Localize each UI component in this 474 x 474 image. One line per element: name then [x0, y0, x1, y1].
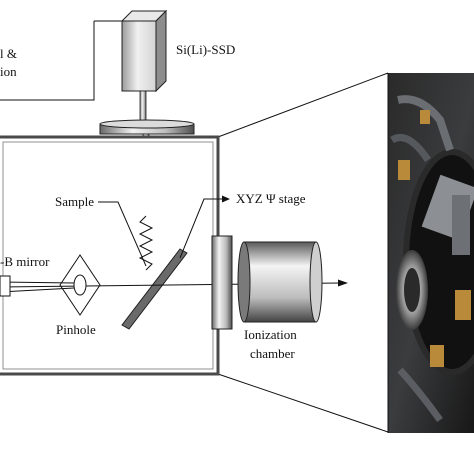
- detector-housing: [120, 9, 168, 93]
- apparatus-photograph: [387, 73, 474, 433]
- control-cable-line: [0, 21, 95, 101]
- stage-leader-line: [179, 198, 224, 259]
- exit-window-flange: [211, 235, 233, 330]
- detector-label: Si(Li)-SSD: [176, 42, 235, 57]
- sample-label: Sample: [55, 194, 94, 209]
- sample-leader-line: [98, 201, 147, 267]
- kb-mirror: [0, 275, 11, 297]
- pinhole-aperture: [73, 274, 87, 296]
- stage-label: XYZ Ψ stage: [236, 191, 306, 206]
- ionization-chamber: [237, 241, 323, 323]
- mirror-label: -B mirror: [0, 254, 50, 269]
- stage-leader-arrow: [222, 195, 230, 203]
- ionization-label-line2: chamber: [250, 346, 295, 361]
- zoom-line-bottom: [217, 373, 389, 433]
- control-label-line1: l &: [0, 46, 17, 61]
- beam-arrowhead: [338, 279, 348, 287]
- control-label-line2: ion: [0, 64, 17, 79]
- ionization-label-line1: Ionization: [244, 327, 297, 342]
- detector-flange: [99, 119, 195, 135]
- pinhole-label: Pinhole: [56, 322, 96, 337]
- zoom-line-top: [217, 72, 389, 138]
- sample-spring: [138, 215, 154, 271]
- sample-holder-plate: [121, 248, 188, 330]
- xray-beam-lower: [0, 287, 75, 293]
- pinhole-diamond: [59, 254, 101, 316]
